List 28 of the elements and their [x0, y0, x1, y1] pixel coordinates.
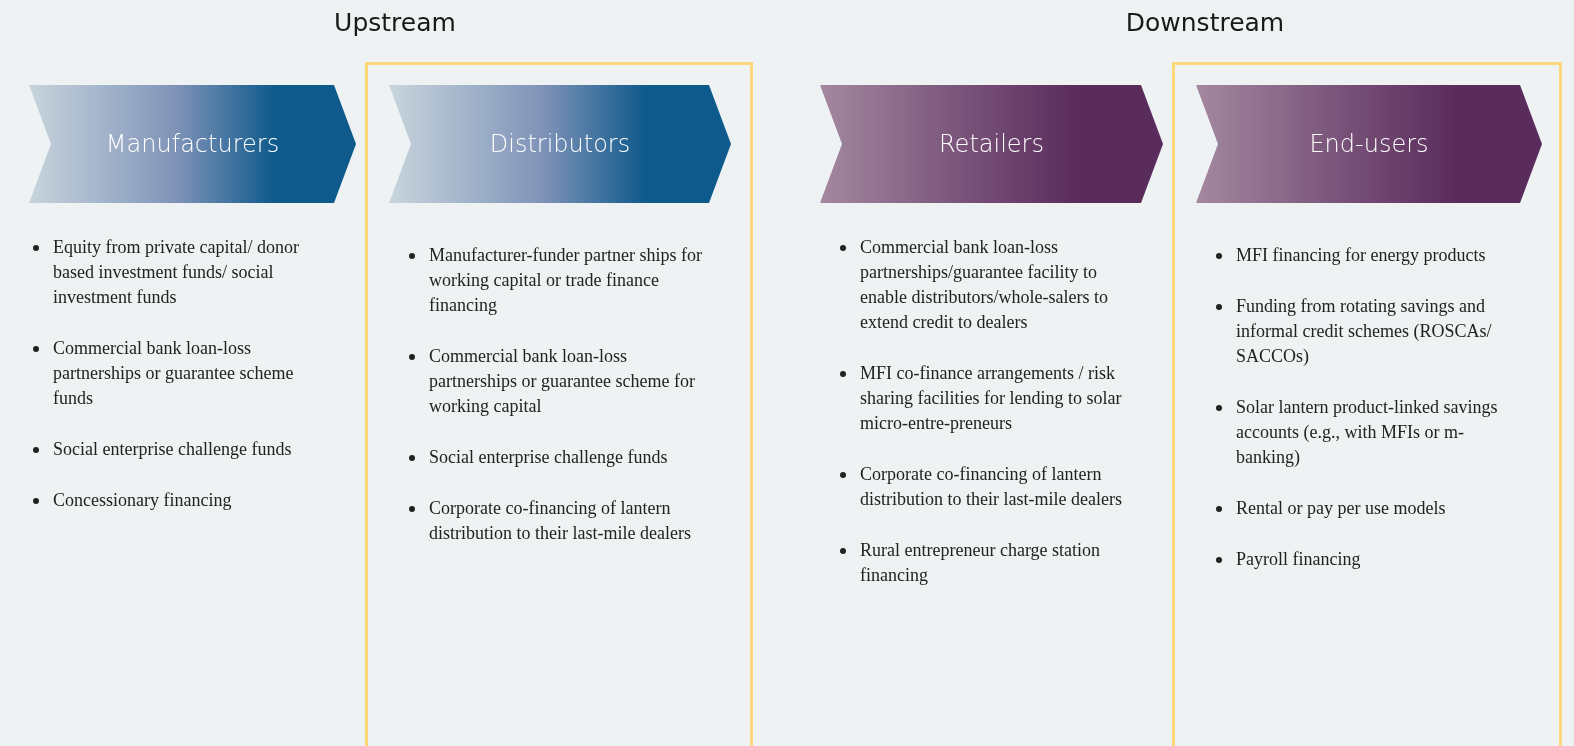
bullet-item: Rental or pay per use models	[1236, 497, 1446, 520]
bullet-item: Rural entrepreneur charge station financing	[860, 539, 1102, 587]
bullet-item: MFI financing for energy products	[1236, 244, 1486, 267]
bullet-item: Commercial bank loan-loss partnerships or guarantee scheme for working capital	[429, 345, 696, 418]
bullet-item: Manufacturer-funder partner ships for working capital or trade finance financing	[429, 244, 704, 317]
bullet-item: Equity from private capital/ donor based investment funds/ social investment funds	[53, 236, 300, 309]
chevron-arrow	[1196, 85, 1542, 203]
section-heading: Downstream	[1125, 8, 1285, 37]
section-heading: Upstream	[334, 8, 456, 37]
highlight-frame	[365, 62, 753, 746]
stage-title: End-users	[1309, 130, 1429, 158]
bullet-item: Commercial bank loan-loss partnerships or guarantee scheme funds	[53, 337, 295, 410]
stage-title: Retailers	[939, 130, 1044, 158]
stage-title: Distributors	[489, 130, 631, 158]
bullet-item: Concessionary financing	[53, 489, 232, 512]
bullet-item: Funding from rotating savings and informal credit schemes (ROSCAs/ SACCOs)	[1236, 295, 1493, 368]
bullet-item: Solar lantern product-linked savings accounts (e.g., with MFIs or m-banking)	[1236, 396, 1499, 469]
highlight-frame	[1172, 62, 1562, 746]
bullet-item: MFI co-finance arrangements / risk sharing facilities for lending to solar micro-entre-preneurs	[860, 362, 1123, 435]
bullet-item: Corporate co-financing of lantern distribution to their last-mile dealers	[860, 463, 1123, 511]
chevron-arrow	[820, 85, 1163, 203]
bullet-item: Payroll financing	[1236, 548, 1361, 571]
bullet-item: Corporate co-financing of lantern distribution to their last-mile dealers	[429, 497, 692, 545]
bullet-item: Commercial bank loan-loss partnerships/guarantee facility to enable distributors/whole-salers to extend credit to dealers	[860, 236, 1109, 334]
bullet-item: Social enterprise challenge funds	[429, 446, 668, 469]
chevron-arrow	[389, 85, 731, 203]
chevron-arrow	[29, 85, 356, 203]
bullet-item: Social enterprise challenge funds	[53, 438, 292, 461]
